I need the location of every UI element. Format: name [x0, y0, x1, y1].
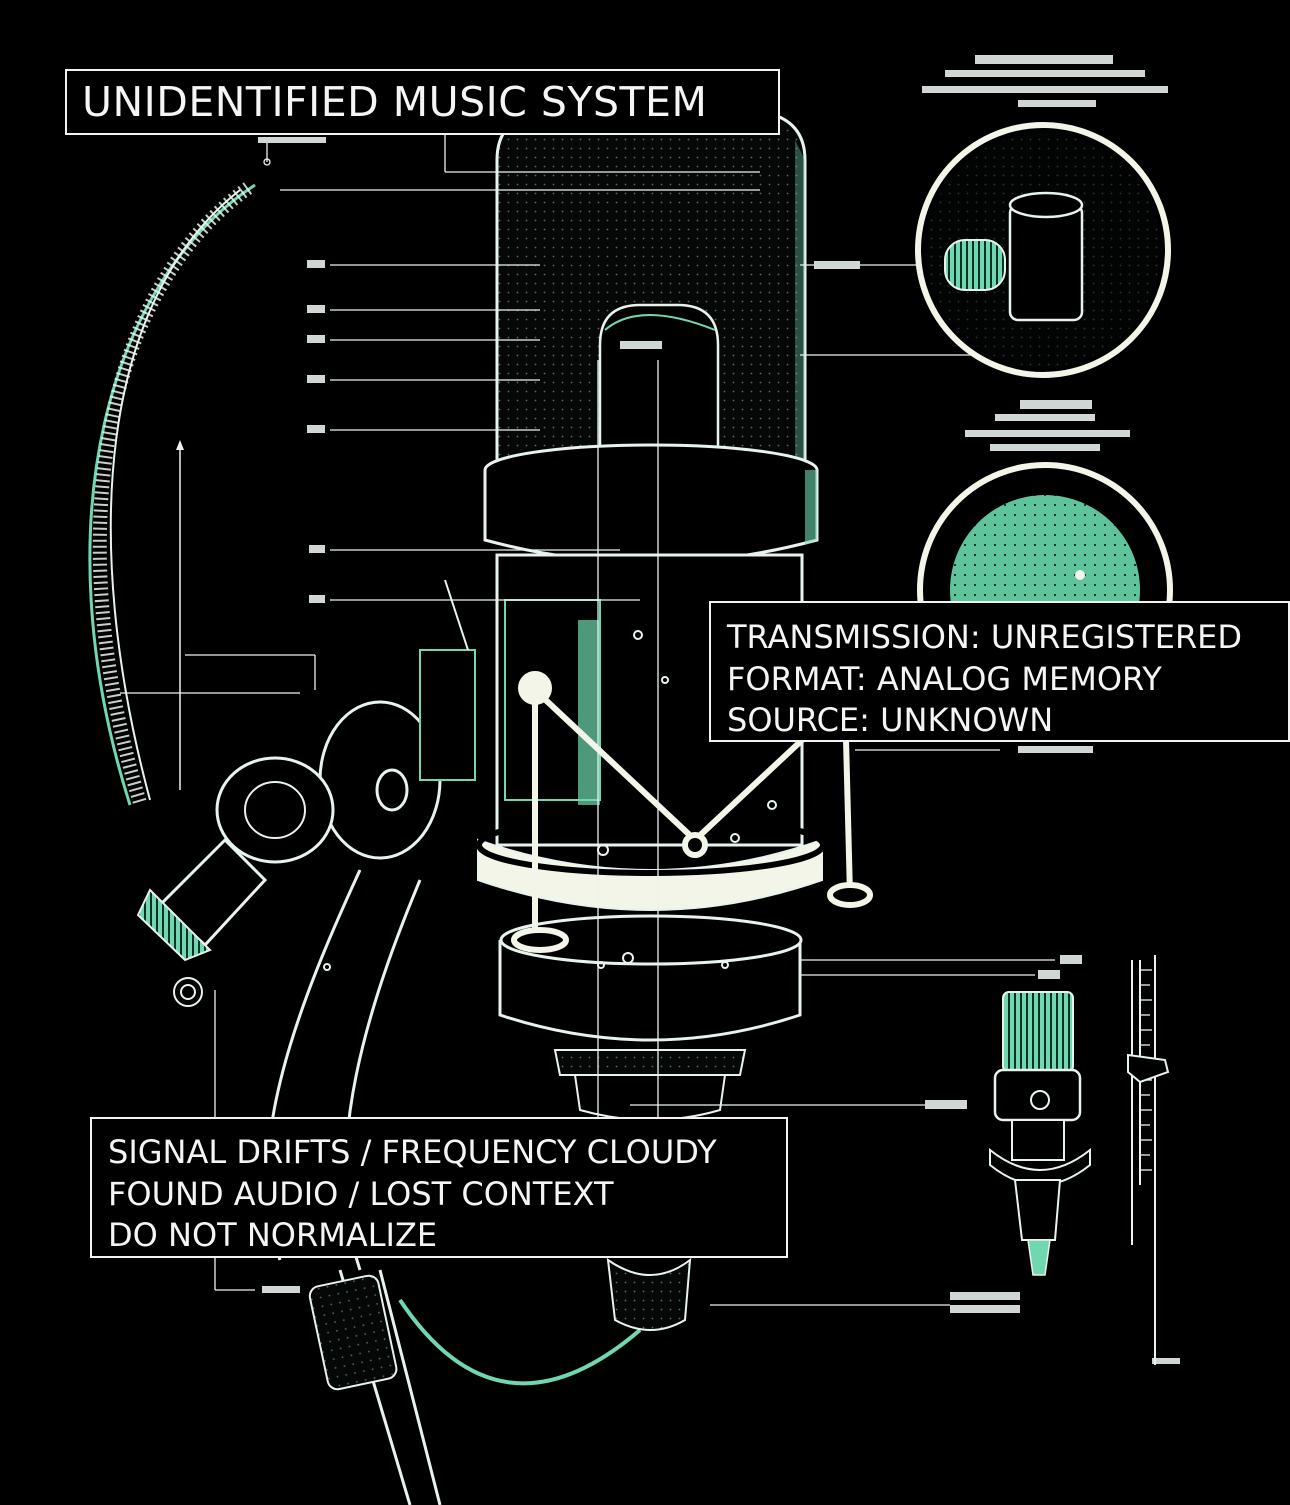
transmission-line: TRANSMISSION: UNREGISTERED	[727, 618, 1243, 656]
annotation-marks	[258, 55, 1180, 1364]
source-line: SOURCE: UNKNOWN	[727, 701, 1054, 739]
boom-arm	[88, 182, 256, 806]
caption-panel: SIGNAL DRIFTS / FREQUENCY CLOUDY FOUND A…	[90, 1117, 788, 1258]
connector-detail	[989, 991, 1091, 1276]
microphone-body	[476, 108, 826, 1121]
side-knob	[136, 649, 476, 962]
title-box: UNIDENTIFIED MUSIC SYSTEM	[65, 69, 780, 135]
annotation-leaders	[120, 135, 1055, 1306]
caption-line-found-audio: FOUND AUDIO / LOST CONTEXT	[108, 1174, 614, 1213]
stand-and-cable	[265, 869, 692, 1505]
format-line: FORMAT: ANALOG MEMORY	[727, 659, 1162, 698]
shock-mount	[511, 671, 873, 953]
misc-marks	[173, 579, 469, 1007]
info-panel: TRANSMISSION: UNREGISTERED FORMAT: ANALO…	[709, 601, 1290, 742]
detail-circle-top	[915, 122, 1171, 378]
scale-ruler	[1127, 955, 1170, 1365]
caption-line-signal: SIGNAL DRIFTS / FREQUENCY CLOUDY	[108, 1133, 717, 1171]
poster-title: UNIDENTIFIED MUSIC SYSTEM	[82, 78, 708, 126]
caption-line-normalize: DO NOT NORMALIZE	[108, 1216, 438, 1254]
